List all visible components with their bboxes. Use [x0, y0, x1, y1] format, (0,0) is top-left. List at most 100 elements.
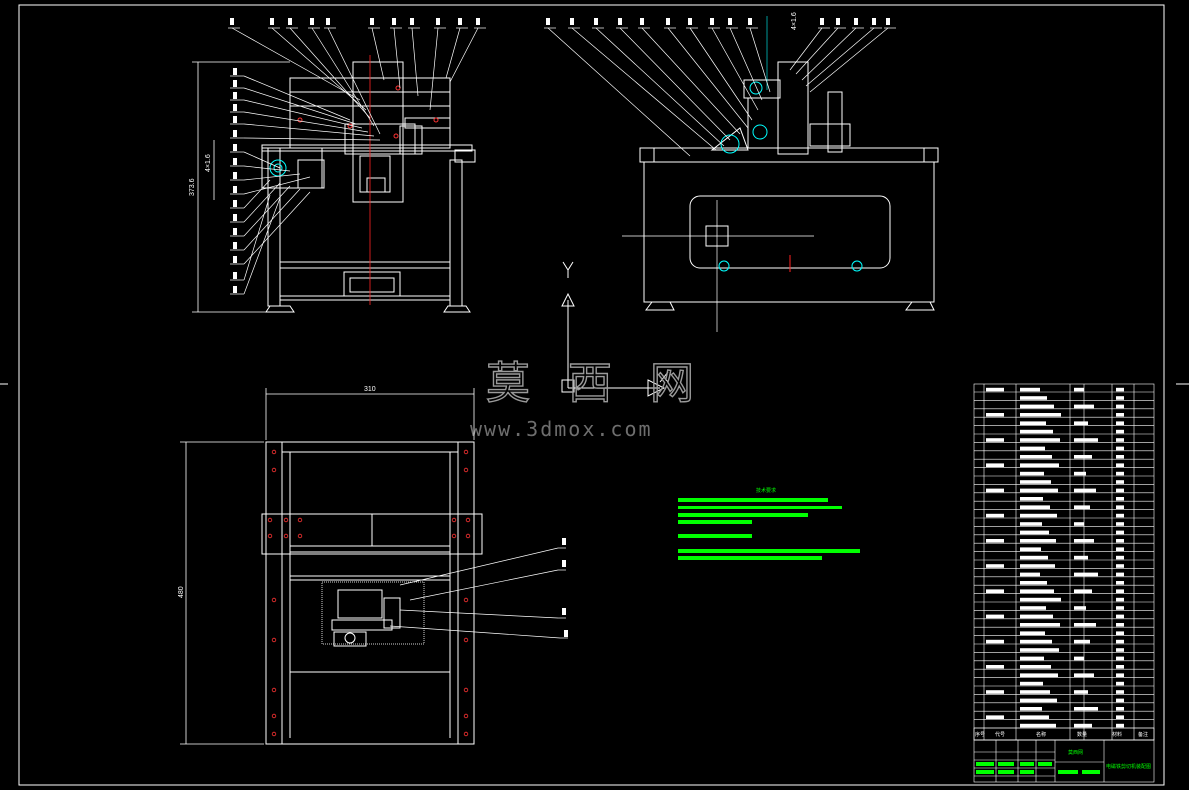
bom-cell-bar: [1116, 698, 1124, 703]
side-view-leaders: [544, 18, 896, 157]
bom-cell-bar: [1116, 530, 1124, 535]
bom-cell-bar: [1020, 446, 1045, 451]
bom-cell-bar: [1020, 421, 1046, 425]
front-height-text: 373.6: [189, 178, 196, 196]
front-clamp: [261, 147, 323, 189]
bom-cell-bar: [1116, 480, 1124, 484]
bom-header-material: 材料: [1112, 731, 1122, 738]
bom-cell-bar: [1020, 513, 1057, 518]
bom-cell-bar: [1020, 614, 1053, 619]
bom-cell-bar: [986, 488, 1004, 493]
bom-cell-bar: [1020, 396, 1047, 400]
bom-cell-bar: [1116, 648, 1124, 652]
bom-cell-bar: [1116, 547, 1124, 551]
bom-cell-bar: [1116, 463, 1124, 467]
bom-cell-bar: [1020, 488, 1058, 493]
bom-cell-bar: [1020, 648, 1059, 652]
bom-cell-bar: [1116, 471, 1124, 476]
bom-cell-bar: [1116, 707, 1124, 711]
bom-cell-bar: [1116, 665, 1124, 669]
bom-cell-bar: [1020, 606, 1046, 610]
bom-cell-bar: [1020, 471, 1044, 476]
sheet-border: [18, 4, 1165, 786]
bom-cell-bar: [986, 665, 1004, 669]
side-leader-tag: [594, 18, 598, 25]
front-leader-tag: [476, 18, 480, 25]
bom-cell-bar: [1020, 681, 1043, 686]
bom-cell-bar: [1116, 572, 1124, 577]
top-view-bolts: [267, 449, 471, 737]
bom-cell-bar: [986, 413, 1004, 417]
bom-cell-bar: [986, 539, 1004, 543]
bom-cell-bar: [1116, 421, 1124, 425]
front-frame-right-leg: [449, 159, 463, 307]
bom-cell-bar: [1116, 631, 1124, 635]
side-leader-tag: [688, 18, 692, 25]
front-view-leaders: [228, 18, 486, 295]
bom-cell-bar: [1020, 387, 1040, 392]
bom-cell-bar: [1020, 522, 1042, 526]
tech-requirements-lines: [678, 498, 860, 560]
front-leader-tag: [233, 144, 237, 151]
bom-cell-bar: [1020, 665, 1051, 669]
front-leader-tag: [436, 18, 440, 25]
ucs-icon: [561, 261, 669, 397]
bom-header-row: 序号 代号 名称 数量 材料 备注: [973, 727, 1155, 741]
bom-cell-bar: [1116, 387, 1124, 392]
side-leader-tag: [886, 18, 890, 25]
bom-cell-bar: [1074, 471, 1086, 476]
bom-cell-bar: [1116, 497, 1124, 501]
front-foot-right: [443, 305, 471, 313]
title-block-drawing-name: 电磁铁剪切机装配图: [1106, 763, 1151, 770]
bom-cell-bar: [1074, 555, 1088, 560]
side-leader-tag: [836, 18, 840, 25]
bom-cell-bar: [1074, 438, 1098, 442]
front-leader-tag: [233, 272, 237, 279]
bom-cell-bar: [1074, 421, 1088, 425]
bom-cell-bar: [1116, 455, 1124, 459]
bom-cell-bar: [1074, 690, 1088, 694]
front-leader-tag: [233, 214, 237, 221]
bom-cell-bar: [1020, 690, 1050, 694]
side-leader-tag: [872, 18, 876, 25]
side-column: [777, 61, 809, 155]
side-foot-left: [645, 301, 675, 311]
bom-cell-bar: [1074, 522, 1084, 526]
bom-cell-bar: [986, 438, 1004, 442]
side-leader-tag: [728, 18, 732, 25]
tech-requirements-title: 技术要求: [756, 487, 776, 494]
bom-cell-bar: [1116, 513, 1124, 518]
bom-cell-bar: [1020, 480, 1051, 484]
bom-cell-bar: [1116, 656, 1124, 661]
front-leader-tag: [233, 172, 237, 179]
bom-header-code: 代号: [995, 731, 1005, 738]
bom-cell-bar: [986, 387, 1004, 392]
bom-cell-bar: [1074, 639, 1090, 644]
front-leader-tag: [233, 256, 237, 263]
front-leader-tag: [326, 18, 330, 25]
bom-cell-bar: [986, 513, 1004, 518]
front-leader-tag: [233, 200, 237, 207]
bom-cell-bar: [1116, 673, 1124, 677]
front-leader-tag: [233, 116, 237, 123]
title-block-company: 莫西网: [1068, 749, 1083, 756]
bom-cell-bar: [1074, 505, 1090, 509]
bom-cell-bar: [1020, 530, 1049, 535]
bom-cell-bar: [1020, 639, 1052, 644]
side-leader-tag: [710, 18, 714, 25]
bom-cell-bar: [1074, 723, 1092, 728]
bom-header-qty: 数量: [1077, 731, 1087, 738]
side-table-plate: [639, 147, 939, 163]
bom-cell-bar: [986, 463, 1004, 467]
bom-cell-bar: [1020, 438, 1060, 442]
bom-cell-bar: [1116, 639, 1124, 644]
bom-cell-bar: [1020, 413, 1061, 417]
bom-cell-bar: [1116, 413, 1124, 417]
bom-cell-bar: [1116, 581, 1124, 585]
bom-cell-bar: [1074, 404, 1094, 409]
side-leader-tag: [666, 18, 670, 25]
bom-cell-bar: [1116, 429, 1124, 434]
front-view: [261, 61, 476, 313]
bom-cell-bar: [1020, 404, 1054, 409]
